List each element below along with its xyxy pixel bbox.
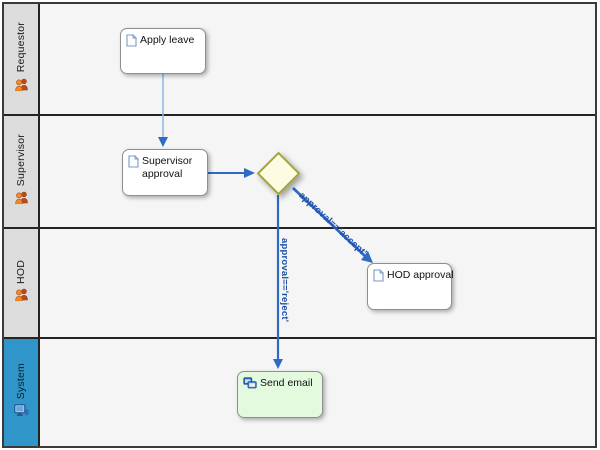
- lane-body-hod: [40, 229, 595, 337]
- task-hod-approval[interactable]: HOD approval: [367, 263, 454, 310]
- computer-icon: [13, 404, 29, 422]
- document-icon: [128, 154, 140, 172]
- task-send-email[interactable]: Send email: [237, 371, 323, 418]
- task-apply-leave[interactable]: Apply leave: [120, 28, 206, 74]
- task-label: Supervisor approval: [142, 155, 193, 181]
- document-icon: [373, 268, 385, 286]
- lane-header-requestor[interactable]: Requestor: [4, 4, 40, 114]
- edge-gateway-to-hod[interactable]: [292, 186, 373, 263]
- people-icon: [14, 78, 29, 96]
- task-supervisor-approval[interactable]: Supervisor approval: [122, 149, 208, 196]
- script-icon: [243, 377, 257, 393]
- gateway-diamond-shape: [256, 151, 300, 195]
- decision-gateway[interactable]: [256, 151, 300, 195]
- edge-gateway-to-sendemail[interactable]: [273, 195, 283, 369]
- people-icon: [14, 288, 29, 306]
- lane-header-system[interactable]: System: [4, 339, 40, 446]
- lane-hod: HOD: [4, 227, 595, 337]
- task-label: Apply leave: [140, 34, 195, 46]
- task-label: Send email: [260, 377, 313, 389]
- edge-apply-to-supervisor[interactable]: [158, 74, 168, 147]
- edge-supervisor-to-gateway[interactable]: [208, 168, 255, 178]
- task-label: HOD approval: [387, 269, 454, 281]
- diagram-canvas: Apply leave Supervisor approval HOD appr: [4, 4, 595, 446]
- edge-label-reject[interactable]: approval=='reject': [279, 238, 290, 323]
- lane-header-hod[interactable]: HOD: [4, 229, 40, 337]
- people-icon: [14, 191, 29, 209]
- lane-header-supervisor[interactable]: Supervisor: [4, 116, 40, 227]
- document-icon: [126, 33, 138, 51]
- edge-connectors: [158, 74, 373, 369]
